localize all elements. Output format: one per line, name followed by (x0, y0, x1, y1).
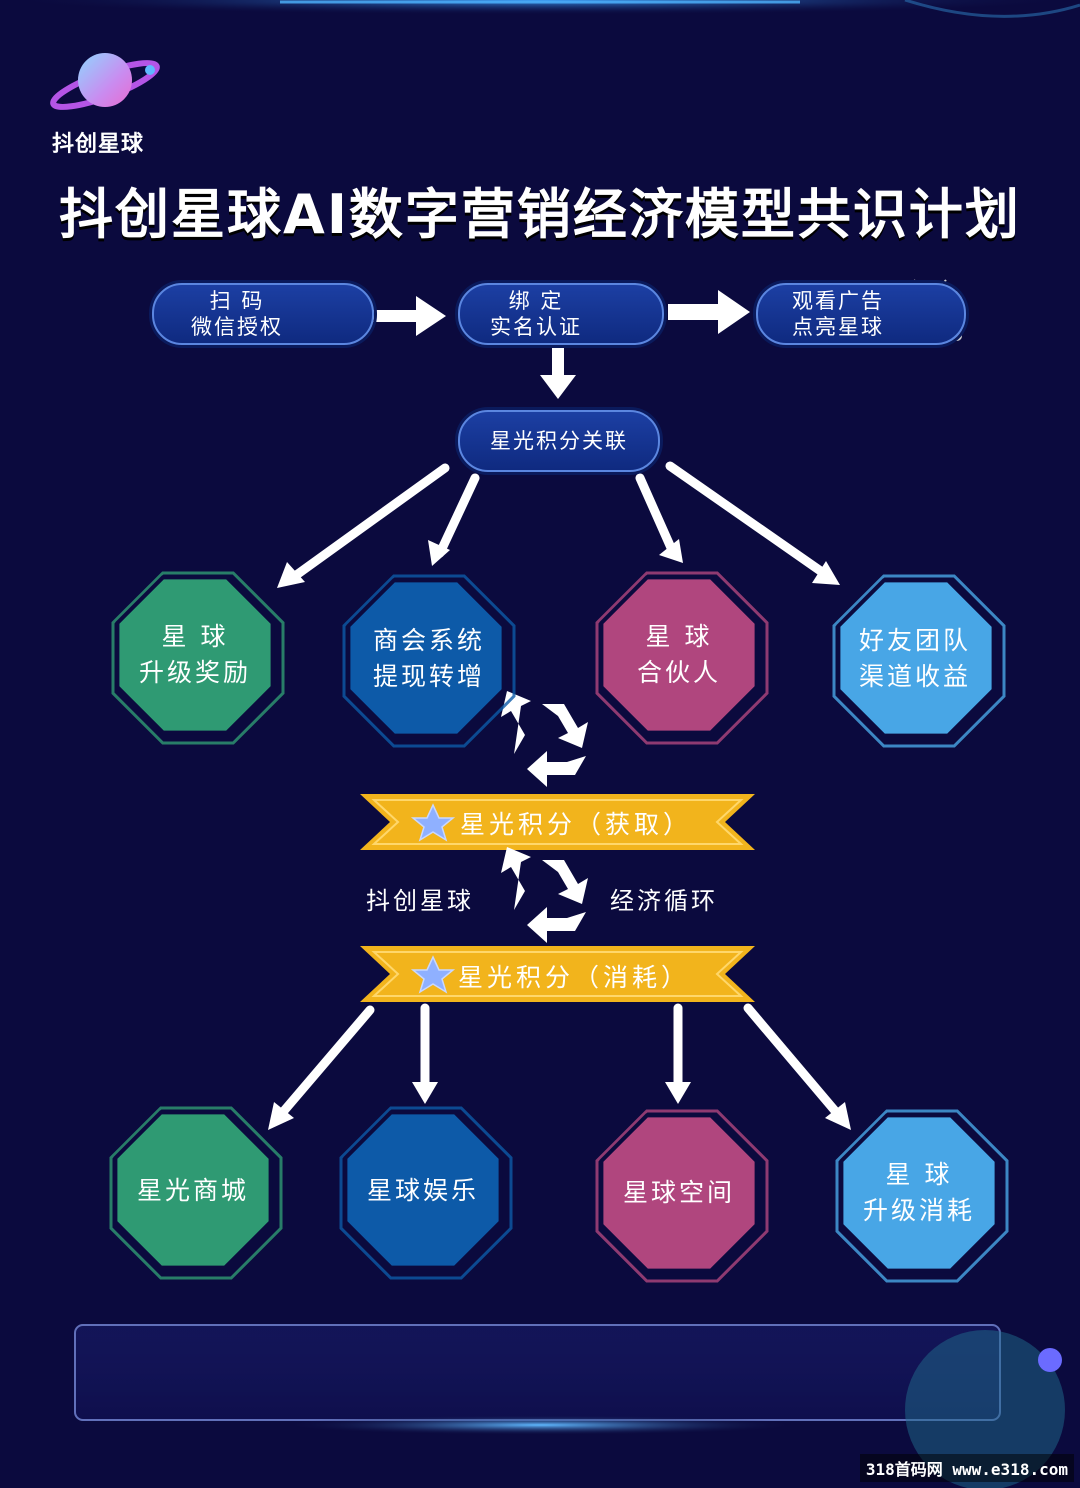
cycle-right-label: 经济循环 (610, 887, 718, 915)
node-line2: 升级奖励 (138, 658, 251, 687)
spend-node-entertainment[interactable]: 星球娱乐 (338, 1106, 508, 1276)
earn-octagon-shape (832, 574, 1006, 748)
earn-octagon-shape (111, 571, 285, 745)
node-line1: 星 球 (161, 622, 229, 651)
planet-logo-icon (50, 53, 160, 110)
step-line2: 微信授权 (191, 315, 283, 339)
spend-octagon-shape (109, 1106, 283, 1280)
spend-node-upgrade-cost[interactable]: 星 球 升级消耗 (834, 1108, 1004, 1278)
logo-text: 抖创星球 (52, 132, 145, 157)
node-line1: 星球空间 (622, 1178, 735, 1207)
flow-arrows-hub (290, 461, 827, 581)
node-line1: 商会系统 (372, 626, 485, 655)
hub-points-link[interactable]: 星光积分关联 (458, 410, 660, 472)
earn-node-partner[interactable]: 星 球 合伙人 (594, 570, 764, 740)
earn-node-friends[interactable]: 好友团队 渠道收益 (830, 574, 1000, 744)
earn-octagon-shape (595, 571, 769, 745)
step-line1: 扫 码 (209, 289, 265, 313)
page-title: 抖创星球AI数字营销经济模型共识计划 (59, 183, 1021, 246)
watermark: 318首码网 www.e318.com (859, 1454, 1074, 1482)
node-line1: 星球娱乐 (366, 1176, 479, 1205)
node-line1: 好友团队 (858, 626, 971, 655)
node-line1: 星 球 (885, 1160, 953, 1189)
step-watch-ad[interactable]: 观看广告 点亮星球 (756, 283, 966, 345)
node-line2: 升级消耗 (862, 1196, 975, 1225)
node-line2: 提现转增 (372, 662, 485, 691)
bottom-panel (74, 1324, 1001, 1421)
banner-consume (360, 946, 755, 1002)
step-wechat-auth[interactable]: 扫 码 微信授权 (152, 283, 374, 345)
spend-octagon-shape (835, 1109, 1009, 1283)
flow-arrows-top (366, 290, 750, 399)
node-line1: 星光商城 (136, 1176, 249, 1205)
flow-arrows-bottom (278, 1003, 841, 1117)
node-line1: 星 球 (645, 622, 713, 651)
step-line1: 绑 定 (508, 289, 564, 313)
banner-earn-label: 星光积分（获取） (460, 810, 693, 839)
earn-node-chamber[interactable]: 商会系统 提现转增 (344, 574, 514, 744)
step-line1: 观看广告 (792, 289, 884, 313)
node-line2: 渠道收益 (858, 662, 971, 691)
banner-earn (360, 794, 755, 850)
cycle-left-label: 抖创星球 (366, 887, 474, 915)
recycle-icon (501, 847, 588, 943)
spend-node-space[interactable]: 星球空间 (594, 1108, 764, 1278)
banner-consume-label: 星光积分（消耗） (458, 963, 691, 992)
spend-node-mall[interactable]: 星光商城 (108, 1106, 278, 1276)
step-line2: 实名认证 (490, 315, 582, 339)
earn-node-planet-upgrade[interactable]: 星 球 升级奖励 (110, 570, 280, 740)
earn-octagon-shape (342, 574, 516, 748)
spend-octagon-shape (339, 1106, 513, 1280)
step-line2: 点亮星球 (792, 315, 884, 339)
hub-label: 星光积分关联 (490, 429, 628, 453)
recycle-icon (501, 691, 588, 787)
node-line2: 合伙人 (636, 658, 721, 687)
spend-octagon-shape (595, 1109, 769, 1283)
step-real-name[interactable]: 绑 定 实名认证 (458, 283, 664, 345)
